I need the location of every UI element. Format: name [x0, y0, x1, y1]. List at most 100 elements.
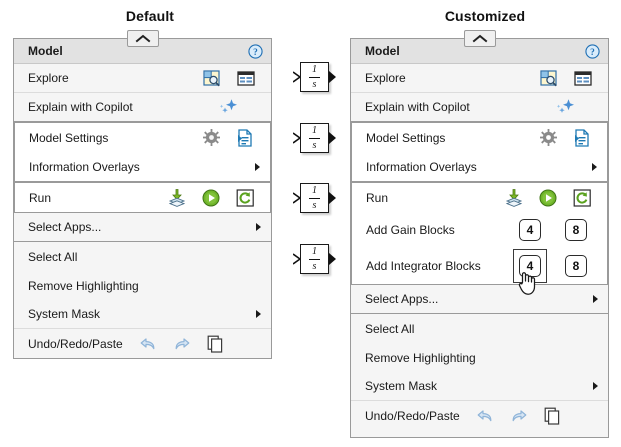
menu-item-label: Select All: [365, 321, 415, 336]
menu-item-run[interactable]: Run: [352, 183, 607, 212]
integrator-block-1[interactable]: 1 s: [293, 62, 336, 94]
integrator-block-buttons: 4 8: [507, 249, 599, 283]
integrator-block-2[interactable]: 1 s: [293, 123, 336, 155]
menu-item-label: Select Apps...: [28, 220, 102, 234]
menu-item-undo-redo-paste[interactable]: Undo/Redo/Paste: [14, 329, 271, 358]
menu-item-run[interactable]: Run: [15, 183, 270, 212]
menu-item-label: Explore: [28, 71, 69, 85]
fraction-bar: [309, 258, 320, 260]
menu-item-remove-highlighting[interactable]: Remove Highlighting: [14, 271, 271, 300]
menu-item-select-apps[interactable]: Select Apps...: [351, 285, 608, 314]
gain-button-8[interactable]: 8: [565, 219, 587, 241]
menu-item-label: Information Overlays: [366, 159, 477, 174]
redo-arrow-icon[interactable]: [502, 408, 536, 424]
submenu-caret-icon: [256, 310, 261, 318]
block-numerator: 1: [312, 124, 317, 136]
menu-item-label: Undo/Redo/Paste: [365, 408, 460, 423]
copilot-icons: [195, 98, 263, 116]
integrator-block-3[interactable]: 1 s: [293, 183, 336, 215]
menu-item-explain-with-copilot[interactable]: Explain with Copilot: [351, 93, 608, 122]
copilot-sparkle-icon[interactable]: [195, 98, 263, 116]
run-play-icon[interactable]: [531, 189, 565, 207]
menu-item-explore[interactable]: Explore: [351, 64, 608, 93]
menu-item-label: Explain with Copilot: [28, 100, 133, 114]
integrator-button-4[interactable]: 4: [519, 255, 541, 277]
menu-item-label: System Mask: [365, 379, 438, 393]
model-properties-icon[interactable]: [565, 128, 599, 147]
settings-icons: [531, 128, 599, 147]
explore-icons: [532, 69, 600, 87]
explore-icons: [195, 69, 263, 87]
paste-clipboard-icon[interactable]: [199, 335, 233, 353]
menu-item-select-all[interactable]: Select All: [351, 314, 608, 343]
gear-icon[interactable]: [531, 129, 565, 146]
integrator-button-8-wrap: 8: [553, 255, 599, 277]
run-icons: [497, 188, 599, 207]
page-title-customized: Customized: [444, 8, 526, 24]
model-explorer-icon[interactable]: [532, 69, 566, 87]
copilot-icons: [532, 98, 600, 116]
customized-model-menu: Model ? Explore: [350, 30, 609, 438]
svg-text:?: ?: [590, 47, 595, 57]
menu-item-label: Undo/Redo/Paste: [28, 336, 123, 351]
integrator-block-4[interactable]: 1 s: [293, 244, 336, 276]
gear-icon[interactable]: [194, 129, 228, 146]
undo-redo-paste-icons: [468, 407, 570, 425]
menu-item-add-integrator-blocks[interactable]: Add Integrator Blocks 4 8: [352, 248, 607, 284]
menu-item-explain-with-copilot[interactable]: Explain with Copilot: [14, 93, 271, 122]
paste-clipboard-icon[interactable]: [536, 407, 570, 425]
help-question-icon[interactable]: ?: [585, 43, 600, 59]
menu-item-add-gain-blocks[interactable]: Add Gain Blocks 4 8: [352, 212, 607, 248]
block-denominator: s: [312, 260, 317, 272]
menu-item-select-all[interactable]: Select All: [14, 242, 271, 271]
copilot-sparkle-icon[interactable]: [532, 98, 600, 116]
menu-item-label: Explore: [365, 71, 406, 85]
menu-item-information-overlays[interactable]: Information Overlays: [352, 152, 607, 181]
output-port-arrow-icon: [329, 132, 336, 144]
collapse-chevron-up-icon[interactable]: [127, 30, 159, 47]
undo-arrow-icon[interactable]: [468, 408, 502, 424]
redo-arrow-icon[interactable]: [165, 336, 199, 352]
update-diagram-icon[interactable]: [160, 188, 194, 207]
menu-item-remove-highlighting[interactable]: Remove Highlighting: [351, 343, 608, 372]
menu-item-label: Remove Highlighting: [28, 278, 139, 293]
model-explorer-icon[interactable]: [195, 69, 229, 87]
help-question-icon[interactable]: ?: [248, 43, 263, 59]
fast-restart-icon[interactable]: [565, 188, 599, 207]
submenu-caret-icon: [256, 223, 261, 231]
fast-restart-icon[interactable]: [228, 188, 262, 207]
run-group: Run: [351, 182, 608, 285]
menu-item-system-mask[interactable]: System Mask: [14, 300, 271, 329]
submenu-caret-icon: [255, 162, 260, 171]
model-settings-group: Model Settings: [14, 122, 271, 182]
model-settings-group: Model Settings: [351, 122, 608, 182]
block-denominator: s: [312, 139, 317, 151]
menu-item-system-mask[interactable]: System Mask: [351, 372, 608, 401]
menu-item-explore[interactable]: Explore: [14, 64, 271, 93]
menu-header-label: Model: [365, 44, 400, 58]
settings-icons: [194, 128, 262, 147]
gain-button-4[interactable]: 4: [519, 219, 541, 241]
fraction-bar: [309, 197, 320, 199]
model-data-editor-icon[interactable]: [566, 70, 600, 86]
menu-item-label: Run: [29, 190, 52, 205]
undo-arrow-icon[interactable]: [131, 336, 165, 352]
run-play-icon[interactable]: [194, 189, 228, 207]
default-model-menu: Model ? Explore: [13, 30, 272, 359]
transfer-fcn-body: 1 s: [300, 244, 329, 274]
block-denominator: s: [312, 199, 317, 211]
chevron-up-icon: [472, 34, 488, 43]
model-data-editor-icon[interactable]: [229, 70, 263, 86]
update-diagram-icon[interactable]: [497, 188, 531, 207]
integrator-button-8[interactable]: 8: [565, 255, 587, 277]
menu-item-select-apps[interactable]: Select Apps...: [14, 213, 271, 242]
collapse-chevron-up-icon[interactable]: [464, 30, 496, 47]
menu-item-model-settings[interactable]: Model Settings: [352, 123, 607, 152]
menu-item-model-settings[interactable]: Model Settings: [15, 123, 270, 152]
menu-item-undo-redo-paste[interactable]: Undo/Redo/Paste: [351, 401, 608, 430]
output-port-arrow-icon: [329, 192, 336, 204]
menu-item-information-overlays[interactable]: Information Overlays: [15, 152, 270, 181]
output-port-arrow-icon: [329, 71, 336, 83]
submenu-caret-icon: [593, 295, 598, 303]
model-properties-icon[interactable]: [228, 128, 262, 147]
